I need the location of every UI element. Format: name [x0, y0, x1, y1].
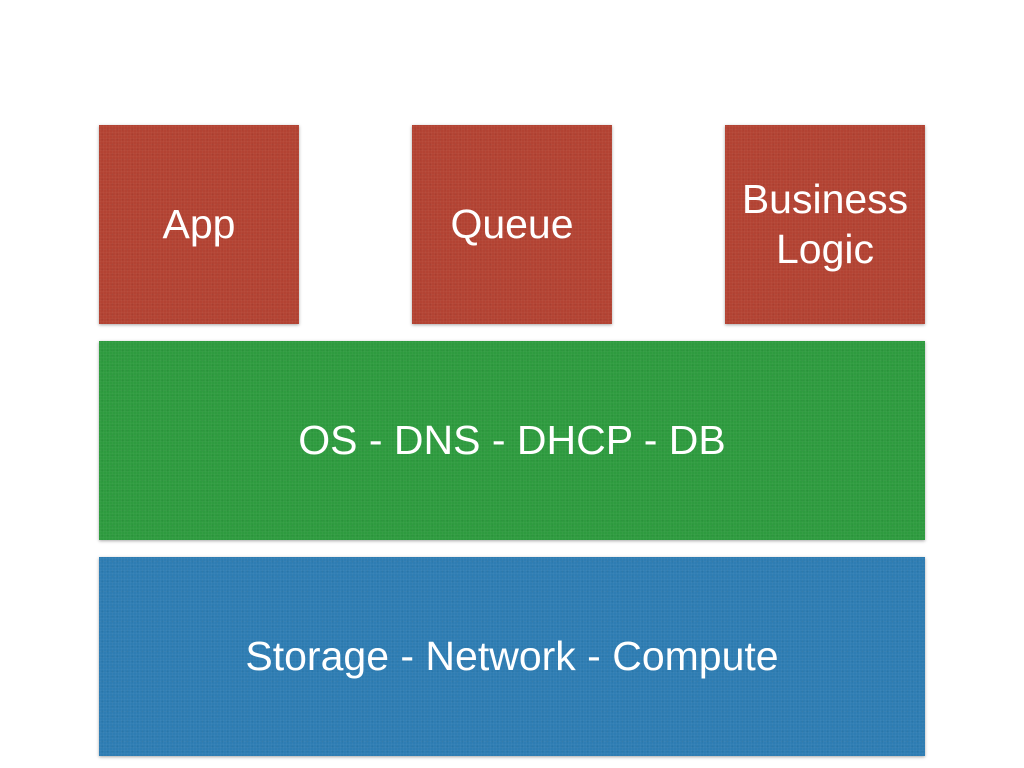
business-logic-box: Business Logic: [725, 125, 925, 324]
queue-box: Queue: [412, 125, 612, 324]
business-logic-label: Business Logic: [741, 176, 909, 272]
platform-services-box: OS - DNS - DHCP - DB: [99, 341, 925, 540]
queue-label: Queue: [450, 200, 574, 247]
infrastructure-box: Storage - Network - Compute: [99, 557, 925, 756]
infrastructure-label: Storage - Network - Compute: [245, 632, 779, 679]
platform-services-label: OS - DNS - DHCP - DB: [298, 416, 726, 463]
app-box: App: [99, 125, 299, 324]
app-label: App: [162, 200, 236, 247]
